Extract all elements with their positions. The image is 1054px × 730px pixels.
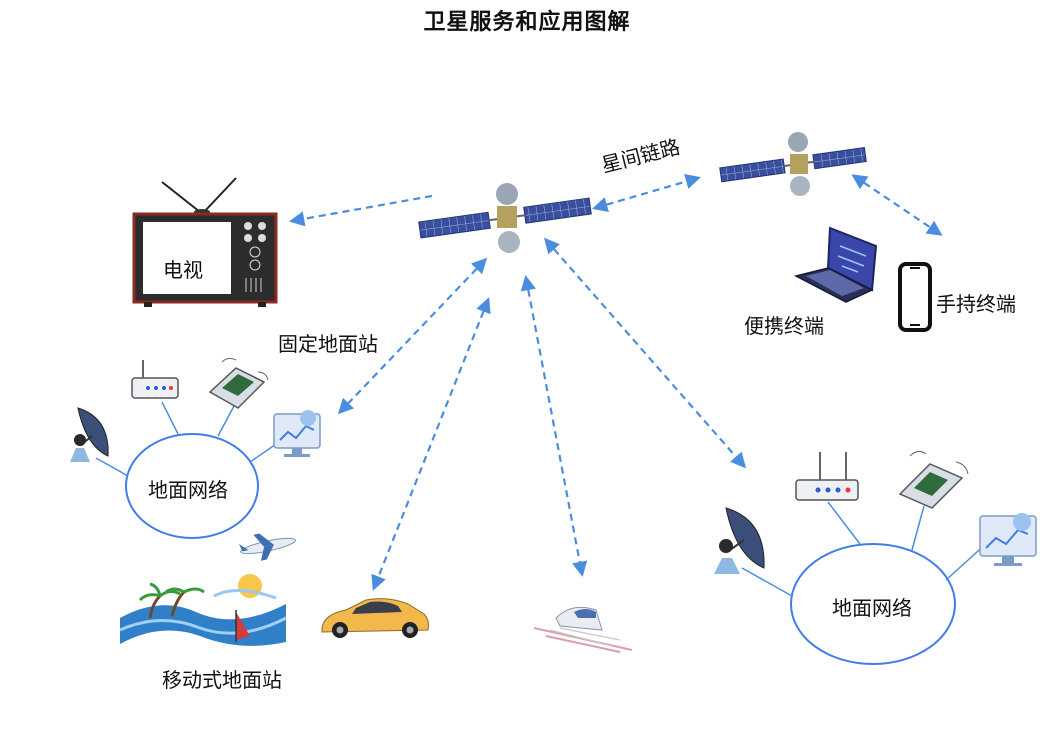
- handheld-terminal-label: 手持终端: [936, 292, 1016, 316]
- tv-icon: [132, 177, 278, 307]
- tv-label: 电视: [163, 258, 203, 282]
- satphone-icon: [208, 357, 269, 409]
- arrow-to-ground-network-right: [543, 237, 747, 469]
- train-icon: [533, 606, 633, 653]
- diagram-title: 卫星服务和应用图解: [423, 10, 631, 35]
- mobile-station-label: 移动式地面站: [162, 668, 282, 692]
- arrow-inter-satellite-link: [592, 174, 701, 212]
- arrow-to-handheld: [851, 174, 943, 236]
- phone-icon: [898, 262, 932, 332]
- island-icon: [119, 574, 287, 646]
- ground-network-left: [95, 401, 283, 539]
- router-icon: [131, 360, 179, 399]
- dish-icon: [70, 407, 109, 462]
- router-icon: [795, 452, 859, 501]
- ground-network-left-label: 地面网络: [148, 478, 228, 502]
- monitor-icon: [979, 513, 1037, 566]
- satphone-icon: [898, 450, 969, 509]
- arrow-to-tv: [288, 194, 433, 227]
- satellite-icon: [418, 183, 592, 253]
- dish-icon: [714, 507, 765, 574]
- fixed-station-label: 固定地面站: [278, 332, 378, 356]
- arrow-to-car: [371, 297, 491, 591]
- portable-terminal-label: 便携终端: [744, 314, 824, 338]
- ground-network-right-label: 地面网络: [832, 596, 912, 620]
- arrow-to-train: [520, 274, 588, 578]
- satellite-icon: [719, 132, 867, 196]
- car-icon: [321, 598, 429, 638]
- monitor-icon: [273, 410, 321, 457]
- airplane-icon: [238, 533, 296, 561]
- ground-network-right: [741, 501, 989, 665]
- laptop-icon: [793, 226, 878, 303]
